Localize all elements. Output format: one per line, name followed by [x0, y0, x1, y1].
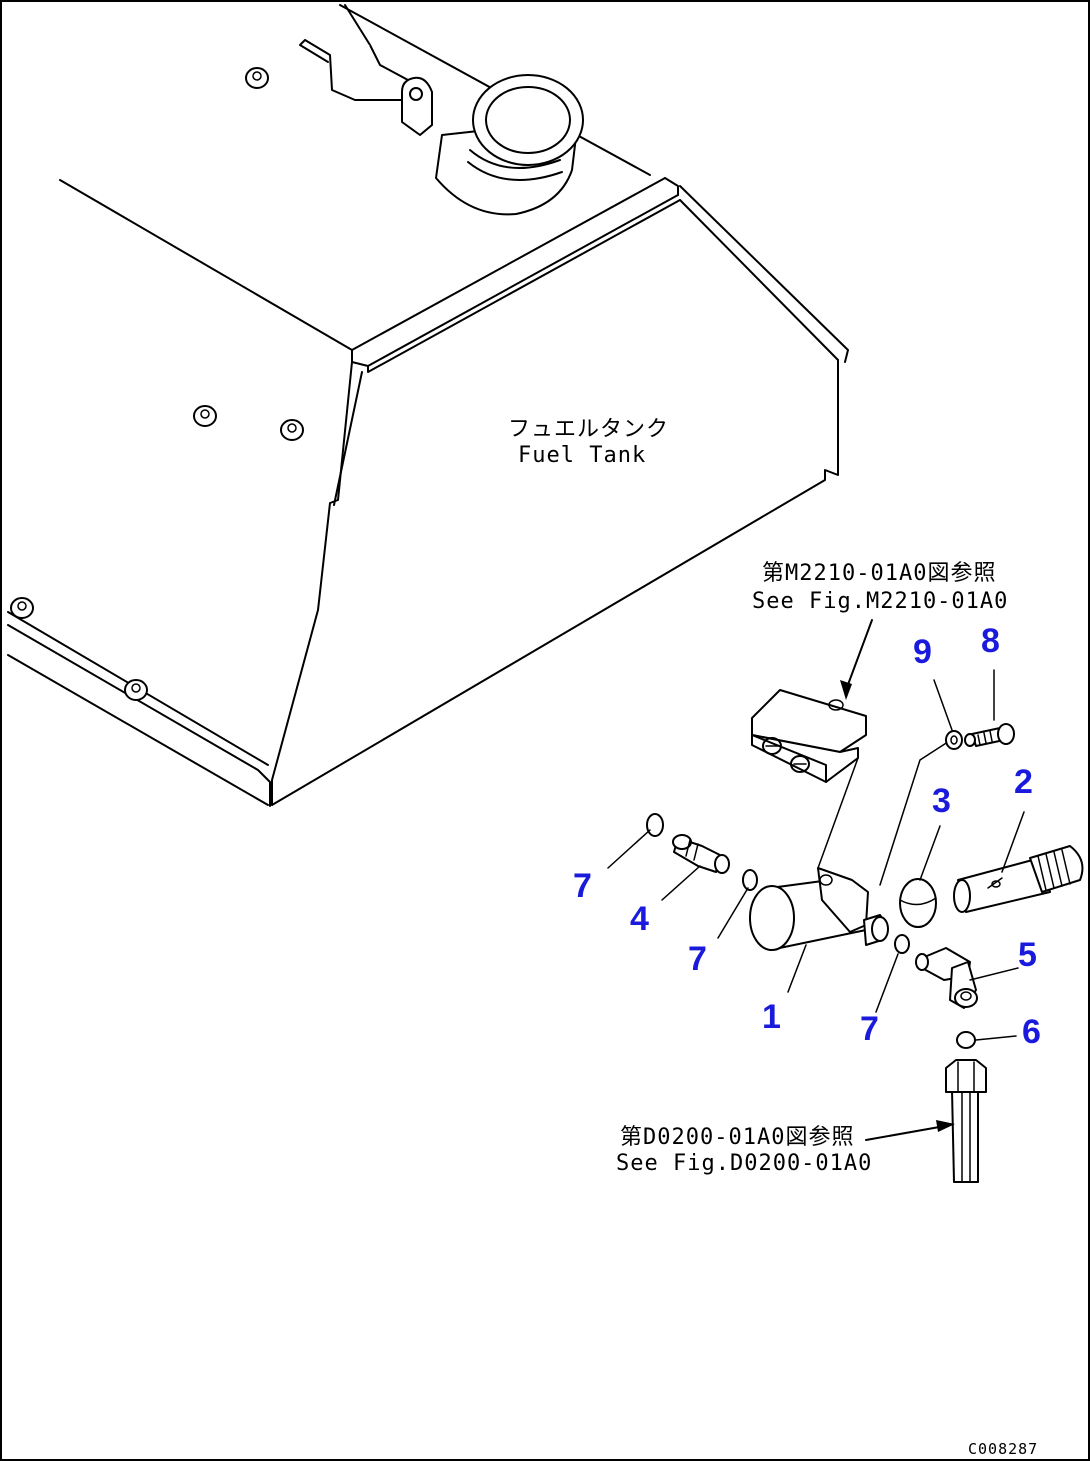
- part-4-adapter: [672, 834, 730, 874]
- tank-bracket: [299, 39, 433, 136]
- callout-5: 5: [1018, 936, 1037, 974]
- part-9-washer: [945, 730, 963, 750]
- ref-upper-arrow: [840, 619, 873, 700]
- ref-lower-en: See Fig.D0200-01A0: [616, 1151, 872, 1176]
- part-2-sender: [953, 845, 1084, 913]
- fuel-tank: [7, 4, 849, 807]
- ref-lower-jp: 第D0200-01A0図参照: [620, 1125, 854, 1150]
- ref-upper-jp: 第M2210-01A0図参照: [762, 561, 996, 586]
- callout-6: 6: [1022, 1013, 1041, 1051]
- tank-bolts: [10, 67, 304, 701]
- callout-8: 8: [981, 622, 1000, 660]
- part-6-gasket: [956, 1031, 976, 1049]
- callout-3: 3: [932, 782, 951, 820]
- tank-label-jp: フュエルタンク: [508, 417, 669, 442]
- ref-upper-en: See Fig.M2210-01A0: [752, 589, 1008, 614]
- callout-7-c: 7: [860, 1010, 879, 1048]
- part-8-bolt: [964, 723, 1015, 747]
- callout-4: 4: [630, 900, 649, 938]
- callout-7-a: 7: [573, 867, 592, 905]
- part-7-oring-c: [894, 934, 910, 954]
- part-7-oring-a: [646, 813, 664, 837]
- bracket-hole-2: [790, 755, 810, 773]
- bolt-head-1: [245, 67, 269, 89]
- mount-bracket: [751, 689, 867, 783]
- bolt-head-2: [193, 405, 217, 427]
- assembly-line-a: [817, 757, 859, 869]
- bolt-head-3: [280, 419, 304, 441]
- part-7-oring-b: [742, 869, 758, 891]
- drawing-code: C008287: [968, 1440, 1038, 1458]
- part-5-elbow: [915, 947, 978, 1009]
- ref-lower-arrow: [865, 1120, 955, 1141]
- bolt-head-5: [124, 679, 148, 701]
- bolt-head-4: [10, 597, 34, 619]
- leader-lines: [607, 669, 1025, 1041]
- bracket-hole-1: [762, 737, 782, 755]
- part-3-oring: [899, 878, 937, 928]
- fuel-hose: [945, 1059, 987, 1183]
- callout-1: 1: [762, 998, 781, 1036]
- filler-cap: [435, 74, 584, 216]
- assembly-line-b: [879, 737, 955, 886]
- part-1-housing: [749, 867, 889, 951]
- callout-7-b: 7: [688, 940, 707, 978]
- callout-9: 9: [913, 633, 932, 671]
- tank-label-en: Fuel Tank: [518, 443, 646, 468]
- callout-2: 2: [1014, 763, 1033, 801]
